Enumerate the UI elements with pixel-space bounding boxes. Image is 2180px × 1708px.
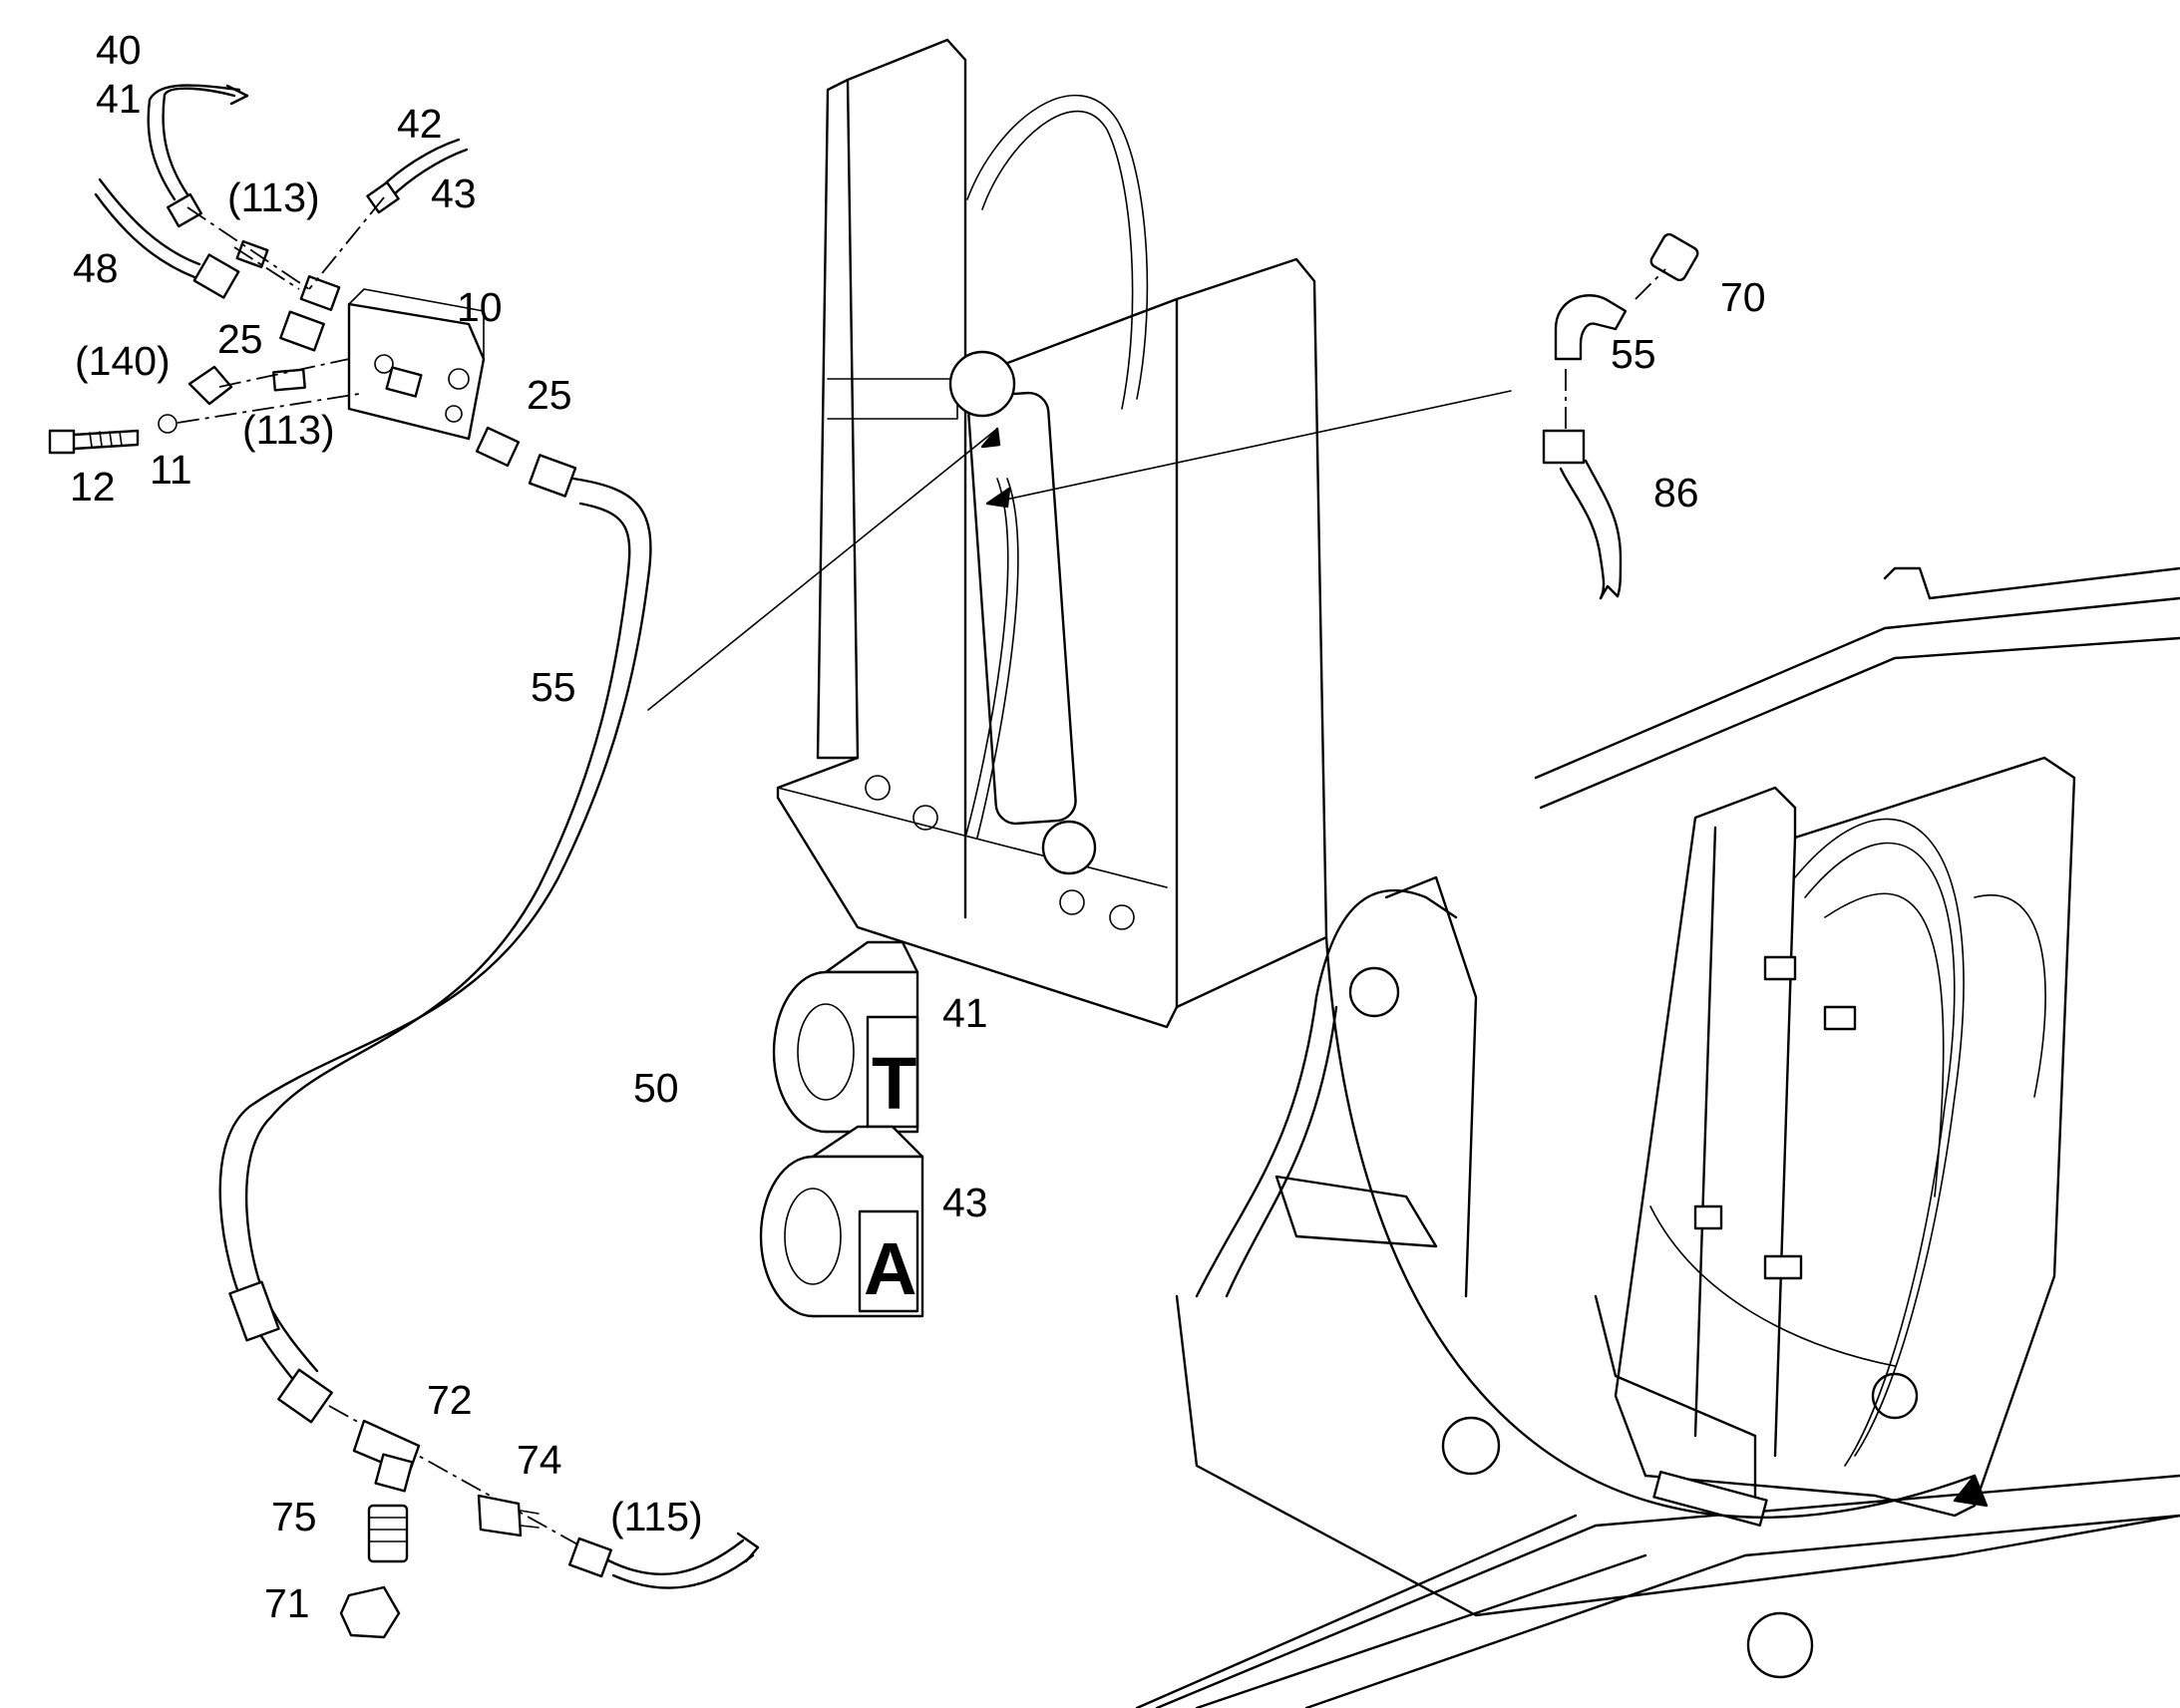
- valve-block-assembly: [48, 84, 521, 468]
- chassis-frame: [1135, 566, 2180, 1708]
- callout-48: 48: [73, 245, 119, 291]
- tag-box-a: A: [759, 1125, 924, 1318]
- callout-70: 70: [1720, 274, 1766, 320]
- callout-74: 74: [517, 1437, 562, 1483]
- rear-upright-frame: [1324, 756, 2076, 1527]
- callout-75: 75: [271, 1494, 317, 1539]
- upright-mast-frame: [647, 38, 1512, 1029]
- tee-fitting-assembly: [328, 1405, 760, 1639]
- elbow-fitting-detail: [1542, 232, 1699, 600]
- callout-41: 41: [96, 76, 142, 122]
- hose-55: [218, 454, 652, 1424]
- callout-55-elbow: 55: [1611, 331, 1656, 377]
- callout-25-right: 25: [527, 372, 572, 418]
- callout-11: 11: [150, 447, 192, 493]
- callout-71: 71: [264, 1580, 310, 1626]
- tag-label-a: A: [864, 1227, 916, 1310]
- callout-140: (140): [75, 338, 171, 384]
- callout-113-bottom: (113): [242, 407, 335, 453]
- callout-43: 43: [431, 171, 477, 216]
- callout-40: 40: [96, 27, 142, 73]
- callout-10: 10: [457, 284, 503, 330]
- callout-12: 12: [70, 464, 116, 510]
- tag-box-t: T: [772, 940, 919, 1134]
- callout-25-left: 25: [217, 316, 263, 362]
- callout-113-top: (113): [227, 174, 320, 220]
- callout-42: 42: [397, 101, 443, 147]
- callout-50: 50: [633, 1065, 679, 1111]
- callout-43-tag: 43: [942, 1180, 988, 1225]
- callout-41-tag: 41: [942, 990, 988, 1036]
- callout-labels: 40 41 42 43 (113) 48 10 25 (140) 25 (113…: [70, 27, 1766, 1626]
- callout-55-hose: 55: [531, 664, 576, 710]
- callout-72: 72: [427, 1377, 473, 1423]
- callout-86: 86: [1653, 470, 1699, 515]
- callout-115: (115): [610, 1494, 703, 1539]
- tag-label-t: T: [872, 1042, 916, 1125]
